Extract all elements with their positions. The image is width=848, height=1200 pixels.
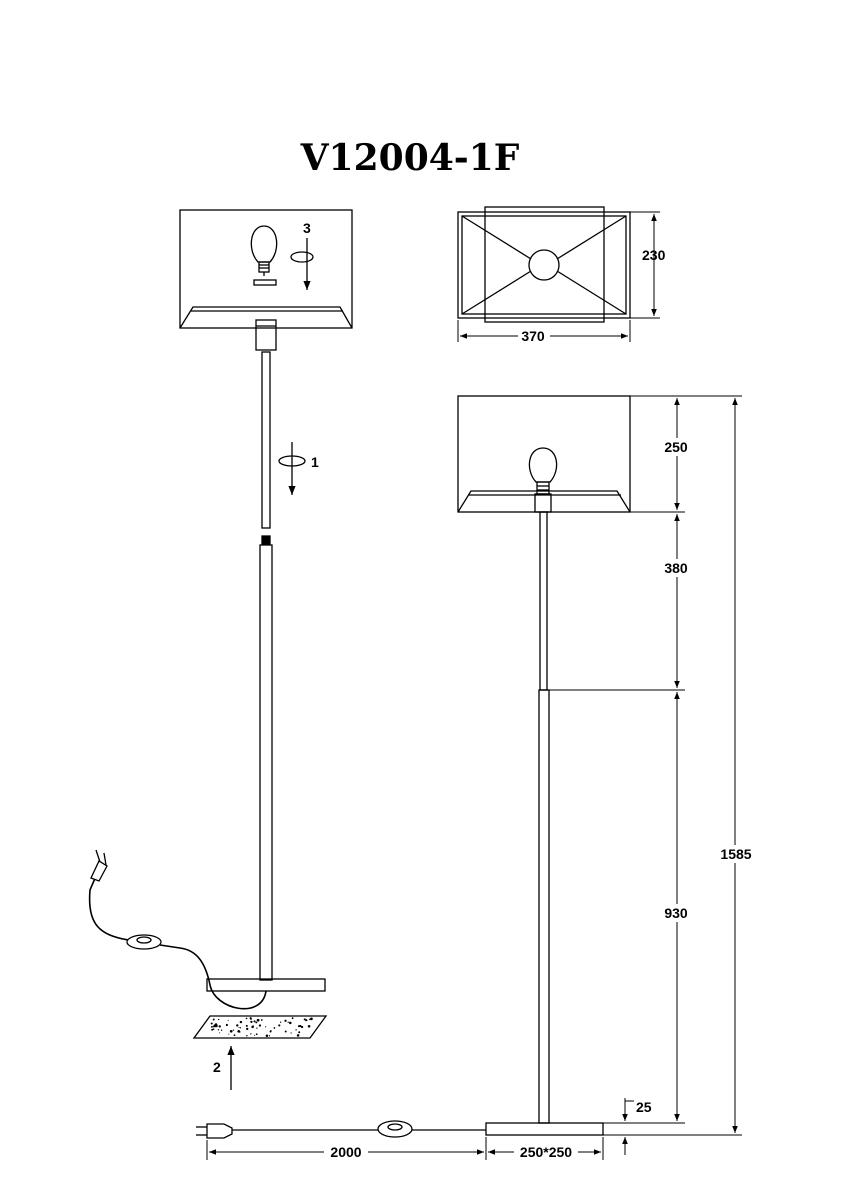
dim-total-height: 1585 [720, 846, 751, 862]
elevation-view [196, 395, 631, 1139]
pad-speckle [219, 1032, 221, 1034]
assembly-upper-tube [261, 351, 271, 529]
elevation-upper-tube [539, 511, 548, 691]
model-title: V12004-1F [300, 137, 520, 179]
pad-speckle [220, 1029, 223, 1031]
assembly-cable [88, 875, 267, 1010]
pad-speckle [295, 1029, 297, 1031]
pad-speckle [245, 1024, 248, 1027]
dim-upper-tube: 380 [664, 560, 688, 576]
pad-speckle [308, 1018, 311, 1021]
pad-speckle [229, 1029, 233, 1033]
dim-shade-height: 250 [664, 439, 688, 455]
assembly-plug-icon [90, 849, 108, 882]
elevation-foot-switch [377, 1120, 413, 1138]
assembly-foot-switch [126, 934, 162, 950]
elevation-bulb-icon [528, 447, 558, 495]
pad-speckle [291, 1017, 294, 1020]
pad-speckle [300, 1025, 304, 1029]
pad-speckle [227, 1020, 229, 1021]
pad-speckle [218, 1018, 220, 1021]
assembly-view [88, 209, 353, 1090]
assembly-bulb-icon [250, 225, 278, 286]
pad-speckle [212, 1018, 215, 1021]
elevation-dimension-lines [206, 395, 742, 1160]
pad-speckle [211, 1028, 214, 1031]
pad-speckle [246, 1027, 249, 1031]
step-1-label: 1 [311, 454, 319, 470]
pad-speckle [255, 1033, 258, 1036]
pad-speckle [265, 1026, 267, 1028]
pad-speckle [307, 1025, 311, 1028]
pad-speckle [278, 1024, 281, 1027]
assembly-socket [255, 319, 277, 351]
pad-speckle [210, 1026, 213, 1028]
pad-speckle [305, 1019, 308, 1022]
pad-speckle [228, 1033, 230, 1035]
pad-speckle [250, 1033, 252, 1035]
dim-shade-depth: 230 [642, 247, 666, 263]
step-2-label: 2 [213, 1059, 221, 1075]
pad-speckle [250, 1017, 252, 1020]
pad-speckle [284, 1019, 287, 1022]
pad-texture [210, 1017, 313, 1038]
pad-speckle [265, 1034, 269, 1038]
pad-speckle [217, 1029, 220, 1031]
pad-speckle [255, 1021, 258, 1024]
pad-speckle [213, 1024, 217, 1028]
elevation-lower-tube [538, 689, 550, 1124]
pad-speckle [238, 1026, 240, 1029]
pad-speckle [212, 1025, 214, 1028]
step-3-label: 3 [303, 220, 311, 236]
pad-speckle [299, 1024, 302, 1028]
shade-top-view [457, 206, 631, 323]
pad-speckle [233, 1034, 236, 1037]
pad-speckle [303, 1018, 306, 1021]
assembly-lower-tube [259, 544, 273, 981]
elevation-base-plate [485, 1122, 604, 1136]
pad-speckle [284, 1030, 287, 1033]
assembly-base-plate [206, 978, 326, 992]
pad-speckle [260, 1019, 263, 1021]
pad-speckle [225, 1023, 228, 1027]
pad-speckle [273, 1027, 276, 1029]
pad-speckle [289, 1021, 292, 1025]
pad-speckle [253, 1034, 256, 1036]
dim-lower-tube: 930 [664, 905, 688, 921]
pad-speckle [296, 1034, 300, 1037]
pad-speckle [212, 1028, 215, 1031]
dim-base-height: 25 [636, 1099, 652, 1115]
elevation-plug-icon [196, 1123, 233, 1139]
pad-speckle [253, 1020, 256, 1023]
pad-speckle [270, 1030, 272, 1032]
pad-speckle [236, 1024, 239, 1027]
pad-speckle [246, 1034, 248, 1037]
pad-speckle [250, 1020, 253, 1024]
assembly-base-pad [192, 1015, 328, 1039]
pad-speckle [256, 1027, 258, 1029]
pad-speckle [268, 1035, 271, 1037]
dim-cable-length: 2000 [330, 1144, 361, 1160]
pad-speckle [287, 1021, 289, 1023]
pad-speckle [310, 1017, 313, 1021]
pad-speckle [239, 1027, 242, 1029]
pad-speckle [218, 1025, 221, 1028]
pad-speckle [210, 1022, 213, 1025]
pad-speckle [290, 1032, 292, 1034]
step-3-arrow-icon [290, 238, 314, 290]
pad-speckle [239, 1020, 243, 1024]
pad-speckle [258, 1024, 262, 1027]
dim-base-size: 250*250 [520, 1144, 572, 1160]
pad-speckle [252, 1025, 254, 1027]
dim-shade-width: 370 [521, 328, 545, 344]
pad-speckle [245, 1017, 248, 1020]
pad-speckle [256, 1018, 260, 1022]
pad-speckle [237, 1029, 241, 1033]
step-1-arrow-icon [278, 442, 306, 495]
assembly-shade [179, 209, 353, 329]
pad-speckle [232, 1029, 235, 1031]
pad-speckle [298, 1031, 301, 1034]
pad-speckle [280, 1021, 282, 1023]
